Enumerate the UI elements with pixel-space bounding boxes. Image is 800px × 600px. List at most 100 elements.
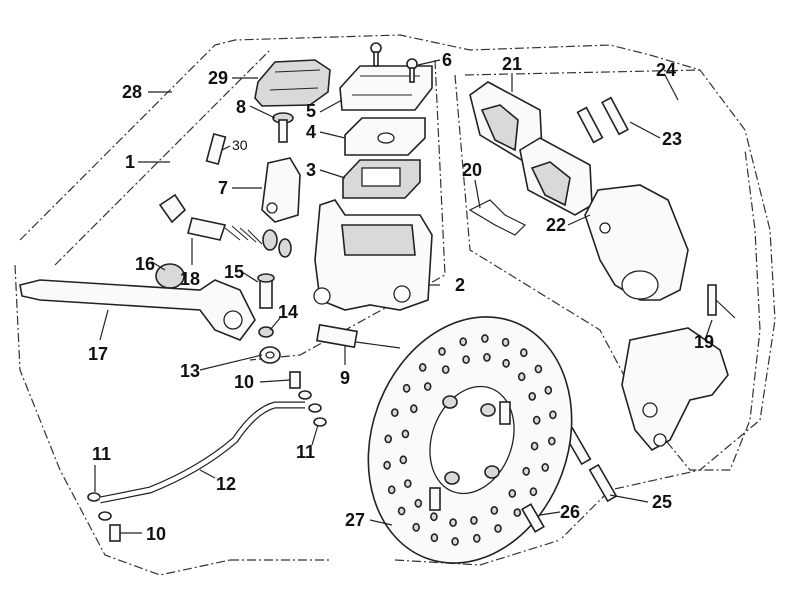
- callout-10-top: 10: [234, 372, 254, 392]
- disc-vent-hole: [494, 524, 502, 533]
- banjo-bolt-10-top: [289, 371, 301, 389]
- disc-vent-hole: [534, 364, 543, 374]
- callout-27: 27: [345, 510, 365, 530]
- disc-vent-hole: [418, 362, 427, 372]
- brake-pads: [469, 81, 593, 216]
- disc-vent-hole: [414, 498, 423, 508]
- callout-4: 4: [306, 122, 316, 142]
- callout-29: 29: [208, 68, 228, 88]
- caliper-pins: [576, 96, 629, 144]
- disc-mount-hole: [480, 403, 496, 417]
- disc-vent-hole: [528, 391, 537, 401]
- brake-hose: [99, 401, 305, 504]
- disc-bolts: [429, 401, 545, 533]
- callout-25: 25: [652, 492, 672, 512]
- disc-vent-hole: [541, 462, 550, 472]
- callout-5: 5: [306, 101, 316, 121]
- disc-vent-hole: [412, 522, 421, 532]
- callout-14: 14: [278, 302, 298, 322]
- diaphragm-rubber: [342, 159, 421, 199]
- brake-disc: [367, 316, 573, 564]
- reservoir-cover: [254, 59, 331, 107]
- disc-vent-hole: [459, 337, 468, 347]
- banjo-bolt-10-bottom: [109, 524, 121, 542]
- disc-vent-hole: [438, 347, 446, 356]
- disc-vent-hole: [449, 518, 457, 527]
- bracket-bolts: [562, 426, 618, 503]
- pad-spring: [468, 199, 527, 236]
- disc-vent-hole: [544, 385, 553, 395]
- disc-vent-hole: [462, 355, 470, 364]
- disc-vent-hole: [501, 337, 510, 347]
- disc-vent-hole: [549, 410, 557, 420]
- master-cylinder-body: [313, 199, 433, 311]
- disc-vent-hole: [490, 505, 499, 515]
- callout-2: 2: [455, 275, 465, 295]
- callout-23: 23: [662, 129, 682, 149]
- disc-vent-hole: [409, 404, 418, 414]
- callout-3: 3: [306, 160, 316, 180]
- callout-17: 17: [88, 344, 108, 364]
- disc-vent-hole: [441, 365, 450, 374]
- callout-28: 28: [122, 82, 142, 102]
- disc-vent-hole: [430, 533, 439, 543]
- brake-lever: [19, 279, 256, 341]
- disc-vent-hole: [481, 334, 489, 343]
- callout-21: 21: [502, 54, 522, 74]
- washers-11-right: [298, 390, 327, 427]
- disc-vent-hole: [513, 508, 522, 517]
- disc-vent-hole: [472, 533, 481, 543]
- callout-18: 18: [180, 269, 200, 289]
- disc-vent-hole: [502, 358, 510, 368]
- disc-vent-hole: [402, 383, 411, 393]
- disc-vent-hole: [397, 506, 406, 516]
- callouts: 28 29 30 1 8 7 5 4 3 6 2 21 24 23 20 22 …: [88, 50, 714, 544]
- bleed-valve: [707, 284, 736, 319]
- washer-14: [258, 326, 274, 338]
- callout-19: 19: [694, 332, 714, 352]
- nut-13: [259, 346, 281, 364]
- callout-9: 9: [340, 368, 350, 388]
- disc-vent-hole: [423, 382, 432, 391]
- pin-30: [205, 132, 227, 166]
- pivot-bolt: [257, 273, 275, 309]
- disc-vent-hole: [522, 466, 531, 476]
- callout-7: 7: [218, 178, 228, 198]
- disc-vent-hole: [530, 441, 539, 451]
- callout-16: 16: [135, 254, 155, 274]
- disc-mount-hole: [442, 395, 458, 409]
- disc-vent-hole: [401, 429, 410, 439]
- disc-vent-hole: [399, 455, 408, 465]
- disc-vent-hole: [519, 348, 528, 358]
- disc-holes: [383, 334, 557, 546]
- callout-6: 6: [442, 50, 452, 70]
- diaphragm-plate: [344, 117, 426, 156]
- callout-8: 8: [236, 97, 246, 117]
- disc-vent-hole: [430, 512, 438, 522]
- disc-vent-hole: [451, 537, 459, 546]
- disc-vent-hole: [517, 372, 526, 382]
- disc-vent-hole: [470, 516, 478, 525]
- screws-6: [370, 42, 418, 83]
- callout-22: 22: [546, 215, 566, 235]
- disc-vent-hole: [383, 460, 391, 470]
- callout-24: 24: [656, 60, 676, 80]
- disc-vent-hole: [384, 434, 393, 444]
- callout-11-right: 11: [296, 442, 315, 462]
- callout-12: 12: [216, 474, 236, 494]
- disc-vent-hole: [547, 436, 556, 446]
- switch-bracket: [261, 157, 301, 223]
- brake-light-switch: [315, 323, 401, 349]
- disc-vent-hole: [508, 489, 517, 498]
- master-cylinder-cap: [339, 65, 433, 111]
- callout-11-left: 11: [92, 444, 111, 464]
- disc-vent-hole: [387, 485, 396, 495]
- disc-mount-hole: [444, 471, 460, 485]
- callout-20: 20: [462, 160, 482, 180]
- group-boundaries: [14, 34, 776, 576]
- caliper-bracket: [621, 327, 729, 452]
- leader-lines: [94, 59, 713, 534]
- piston-assembly: [158, 193, 292, 258]
- caliper-body: [584, 184, 689, 301]
